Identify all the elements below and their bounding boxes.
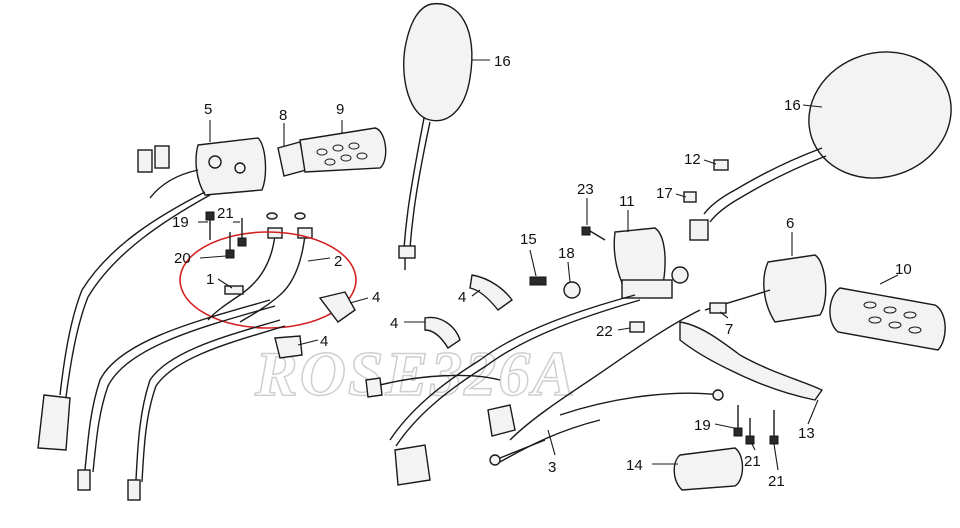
callout-16-right: 16 <box>784 97 801 114</box>
callout-9: 9 <box>336 101 344 118</box>
callout-19-left: 19 <box>172 214 189 231</box>
left-mirror <box>398 3 473 270</box>
callout-labels: 5 8 9 16 16 12 17 23 11 6 10 15 18 19 21… <box>172 53 912 490</box>
callout-18: 18 <box>558 245 575 262</box>
brake-master-cylinder <box>613 227 689 299</box>
callout-4-d: 4 <box>458 289 466 306</box>
front-brake-lever <box>679 321 824 401</box>
callout-21-mid: 21 <box>744 453 761 470</box>
left-grip <box>277 127 387 177</box>
callout-4-c: 4 <box>390 315 398 332</box>
callout-21-left: 21 <box>217 205 234 222</box>
callout-15: 15 <box>520 231 537 248</box>
callout-3: 3 <box>548 459 556 476</box>
callout-6: 6 <box>786 215 794 232</box>
callout-4-b: 4 <box>320 333 328 350</box>
callout-11: 11 <box>619 193 635 210</box>
highlight-circle <box>179 231 357 329</box>
brake-hoses <box>207 227 313 323</box>
right-mirror <box>689 51 952 241</box>
callout-12: 12 <box>684 151 701 168</box>
control-cables <box>77 299 286 501</box>
callout-5: 5 <box>204 101 212 118</box>
cable-clamps <box>274 274 513 359</box>
callout-23: 23 <box>577 181 594 198</box>
callout-14: 14 <box>626 457 643 474</box>
callout-16-left: 16 <box>494 53 511 70</box>
callout-21-right: 21 <box>768 473 785 490</box>
leader-lines <box>198 59 899 471</box>
callout-19-right: 19 <box>694 417 711 434</box>
callout-4-a: 4 <box>372 289 380 306</box>
left-switch-housing <box>37 137 267 451</box>
callout-1: 1 <box>206 271 214 288</box>
callout-22: 22 <box>596 323 613 340</box>
right-grip <box>829 287 946 351</box>
left-bolts <box>205 211 306 259</box>
callout-17: 17 <box>656 185 673 202</box>
callout-13: 13 <box>798 425 815 442</box>
watermark-text: ROSE326A <box>254 338 577 409</box>
callout-7: 7 <box>725 321 733 338</box>
callout-2: 2 <box>334 253 342 270</box>
right-small-parts <box>489 159 779 491</box>
right-cables <box>365 294 724 486</box>
callout-8: 8 <box>279 107 287 124</box>
callout-10: 10 <box>895 261 912 278</box>
callout-20: 20 <box>174 250 191 267</box>
